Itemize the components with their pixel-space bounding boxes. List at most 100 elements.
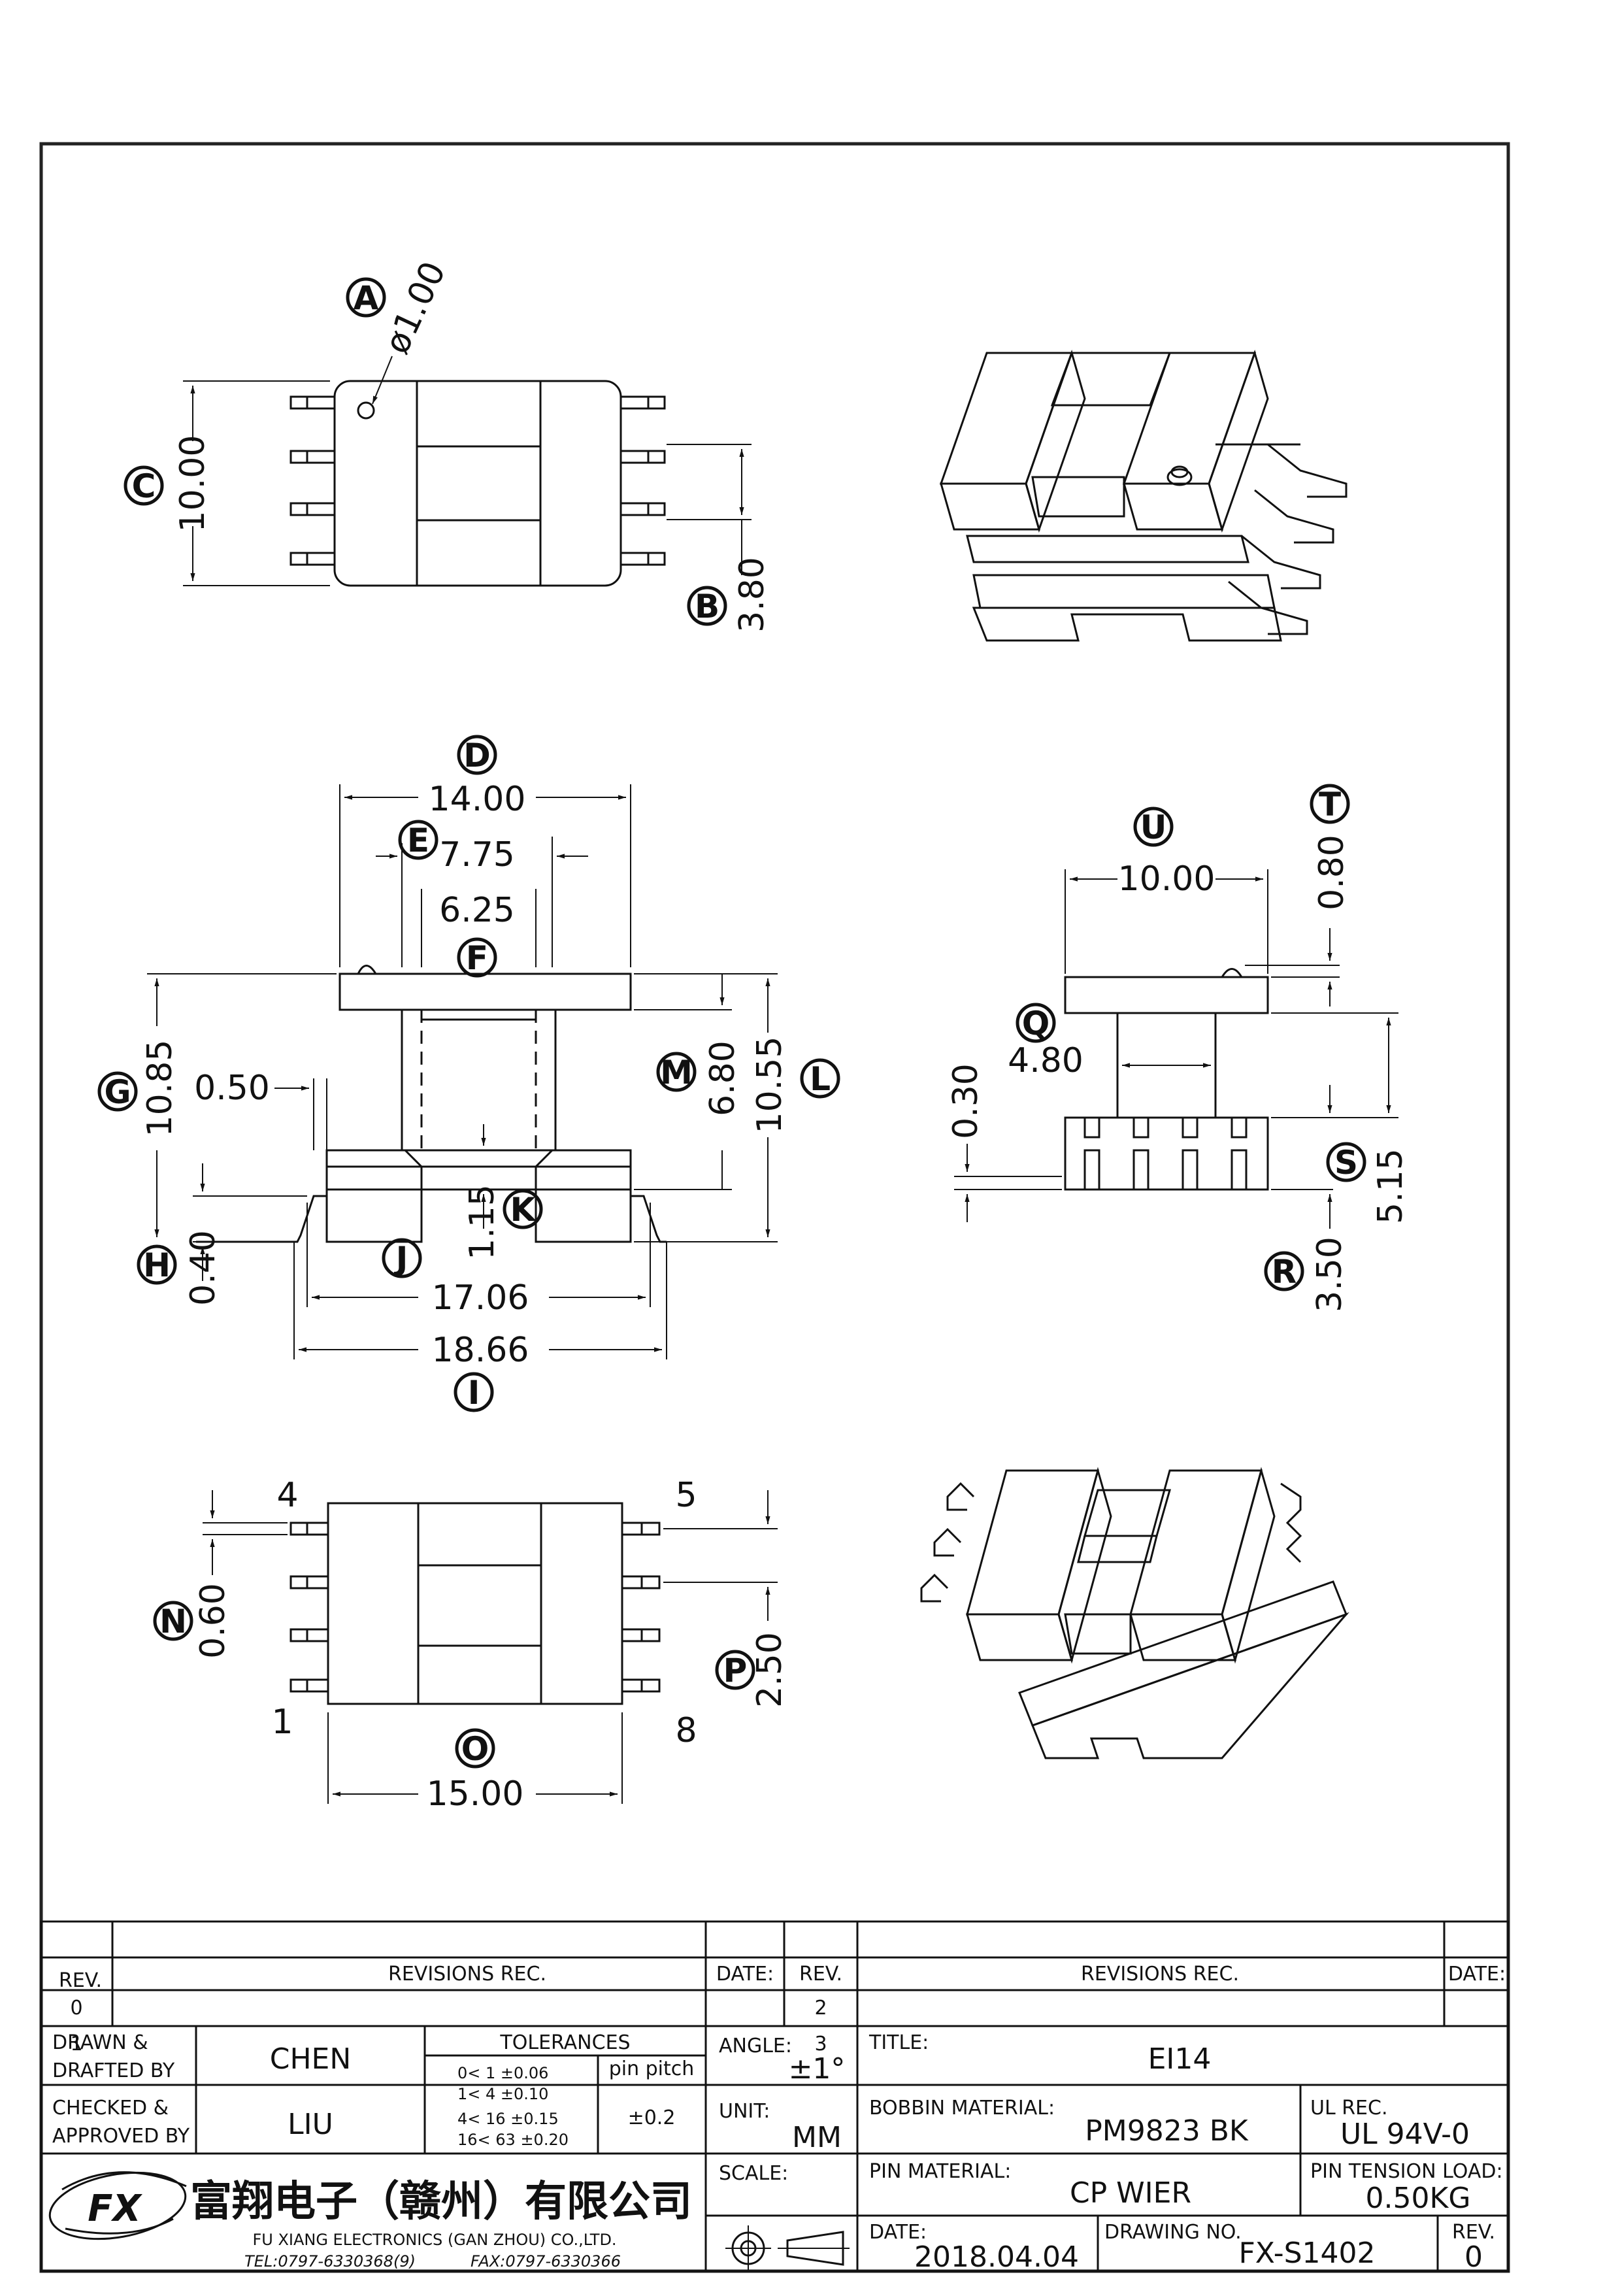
pin-label-5: 5 — [675, 1476, 697, 1515]
sheet-border — [39, 142, 1510, 2273]
front-top-flange — [339, 973, 632, 1011]
tb-angle-label: ANGLE: — [719, 2035, 792, 2057]
tb-logo-text: FX — [88, 2188, 142, 2230]
balloon-f: F — [457, 937, 497, 978]
svg-text:C: C — [132, 467, 156, 505]
svg-text:U: U — [1140, 808, 1167, 846]
tb-tolerance-row-3: 16< 63 ±0.20 — [457, 2131, 569, 2149]
front-view — [147, 784, 778, 1359]
balloon-h: H — [137, 1244, 177, 1285]
projection-symbol-icon — [725, 2225, 850, 2271]
dim-r: 3.50 — [1310, 1237, 1349, 1312]
side-bottom-flange — [1064, 1116, 1269, 1191]
svg-text:D: D — [463, 737, 491, 774]
tb-date-label: DATE: — [869, 2221, 927, 2244]
svg-text:N: N — [159, 1603, 187, 1640]
balloon-k: K — [503, 1189, 543, 1229]
tb-revisions-header-2: REVISIONS REC. — [1081, 1963, 1239, 1986]
tb-fax: FAX:0797-6330366 — [471, 2252, 621, 2271]
svg-text:Q: Q — [1022, 1005, 1050, 1042]
tb-bobbin-value: PM9823 BK — [1085, 2114, 1249, 2148]
balloon-m: M — [656, 1052, 697, 1092]
balloon-p: P — [715, 1650, 755, 1690]
svg-text:H: H — [143, 1246, 171, 1284]
dim-l: 10.55 — [750, 1037, 789, 1134]
dim-e: 7.75 — [439, 835, 515, 874]
tb-pin-material-value: CP WIER — [1070, 2176, 1191, 2210]
tb-checked-label-1: CHECKED & — [52, 2097, 169, 2120]
tb-title-value: EI14 — [1148, 2042, 1212, 2076]
side-top-flange — [1064, 976, 1269, 1014]
dim-d: 14.00 — [429, 780, 526, 819]
balloon-q: Q — [1016, 1003, 1056, 1043]
pin1-marker — [357, 401, 375, 420]
tb-pin-tension-value: 0.50KG — [1366, 2182, 1471, 2215]
svg-text:L: L — [810, 1060, 831, 1098]
dim-f: 6.25 — [439, 891, 515, 930]
tb-tolerances-header: TOLERANCES — [499, 2031, 630, 2054]
balloon-o: O — [455, 1728, 495, 1769]
svg-text:J: J — [394, 1240, 408, 1278]
tb-pin-pitch-value: ±0.2 — [628, 2106, 676, 2129]
tb-drawing-no-label: DRAWING NO. — [1104, 2221, 1242, 2244]
tb-tolerance-row-1: 1< 4 ±0.10 — [457, 2085, 548, 2103]
bottom-view — [203, 1490, 778, 1804]
dim-o: 15.00 — [427, 1774, 524, 1814]
dim-k: 1.15 — [463, 1184, 502, 1260]
tb-ul-value: UL 94V-0 — [1340, 2118, 1470, 2151]
fx-logo — [48, 2171, 187, 2240]
tb-rev-row-1: 1 — [70, 2033, 82, 2055]
svg-text:B: B — [695, 588, 719, 625]
dim-i: 18.66 — [432, 1331, 529, 1370]
balloon-t: T — [1310, 784, 1350, 824]
svg-text:I: I — [468, 1374, 480, 1412]
svg-text:S: S — [1334, 1144, 1358, 1182]
dim-s: 5.15 — [1371, 1148, 1410, 1224]
top-view — [183, 356, 752, 587]
bottom-right-pins — [621, 1522, 661, 1693]
dim-b: 3.80 — [733, 557, 772, 633]
dim-u: 10.00 — [1118, 859, 1215, 899]
tb-tel: TEL:0797-6330368(9) — [244, 2252, 416, 2271]
tb-rev-row-0: 0 — [70, 1997, 82, 2020]
tb-rev-row-3: 3 — [814, 2033, 827, 2055]
balloon-l: L — [800, 1058, 840, 1099]
tb-scale-label: SCALE: — [719, 2162, 788, 2185]
svg-text:F: F — [466, 939, 488, 977]
balloon-r: R — [1264, 1251, 1304, 1291]
dim-a: ø1.00 — [377, 256, 454, 359]
tb-pin-pitch-label: pin pitch — [609, 2057, 695, 2080]
bottom-view-body — [327, 1502, 623, 1705]
svg-text:A: A — [354, 279, 379, 317]
top-view-body — [333, 380, 622, 587]
balloon-c: C — [124, 465, 164, 506]
tb-date-header: DATE: — [716, 1963, 774, 1986]
tb-tolerance-row-2: 4< 16 ±0.15 — [457, 2110, 559, 2128]
top-right-pins — [620, 395, 666, 566]
tb-rev-header-2: REV. — [799, 1963, 842, 1986]
top-left-pins — [289, 395, 336, 566]
tb-rev-row-2: 2 — [814, 1997, 827, 2020]
bottom-left-pins — [289, 1522, 329, 1693]
tb-pin-tension-label: PIN TENSION LOAD: — [1310, 2160, 1503, 2183]
balloon-i: I — [454, 1372, 494, 1412]
svg-text:K: K — [510, 1191, 537, 1229]
tb-drawn-value: CHEN — [270, 2042, 352, 2076]
iso-view-bottom — [920, 1467, 1349, 1759]
dim-h: 0.40 — [184, 1230, 223, 1306]
tb-angle-value: ±1° — [789, 2052, 846, 2086]
tb-ul-label: UL REC. — [1310, 2097, 1388, 2120]
tb-rev-value: 0 — [1464, 2240, 1483, 2274]
tb-revisions-header: REVISIONS REC. — [388, 1963, 546, 1986]
pin-label-1: 1 — [271, 1703, 293, 1742]
dim-0-50: 0.50 — [194, 1069, 270, 1108]
pin-label-8: 8 — [675, 1711, 697, 1750]
dim-p: 2.50 — [750, 1632, 789, 1708]
balloon-j: J — [382, 1238, 422, 1278]
tb-title-label: TITLE: — [868, 2031, 929, 2054]
tb-date-header-2: DATE: — [1448, 1963, 1506, 1986]
tb-drawn-label-2: DRAFTED BY — [52, 2059, 175, 2082]
svg-text:R: R — [1272, 1253, 1297, 1291]
